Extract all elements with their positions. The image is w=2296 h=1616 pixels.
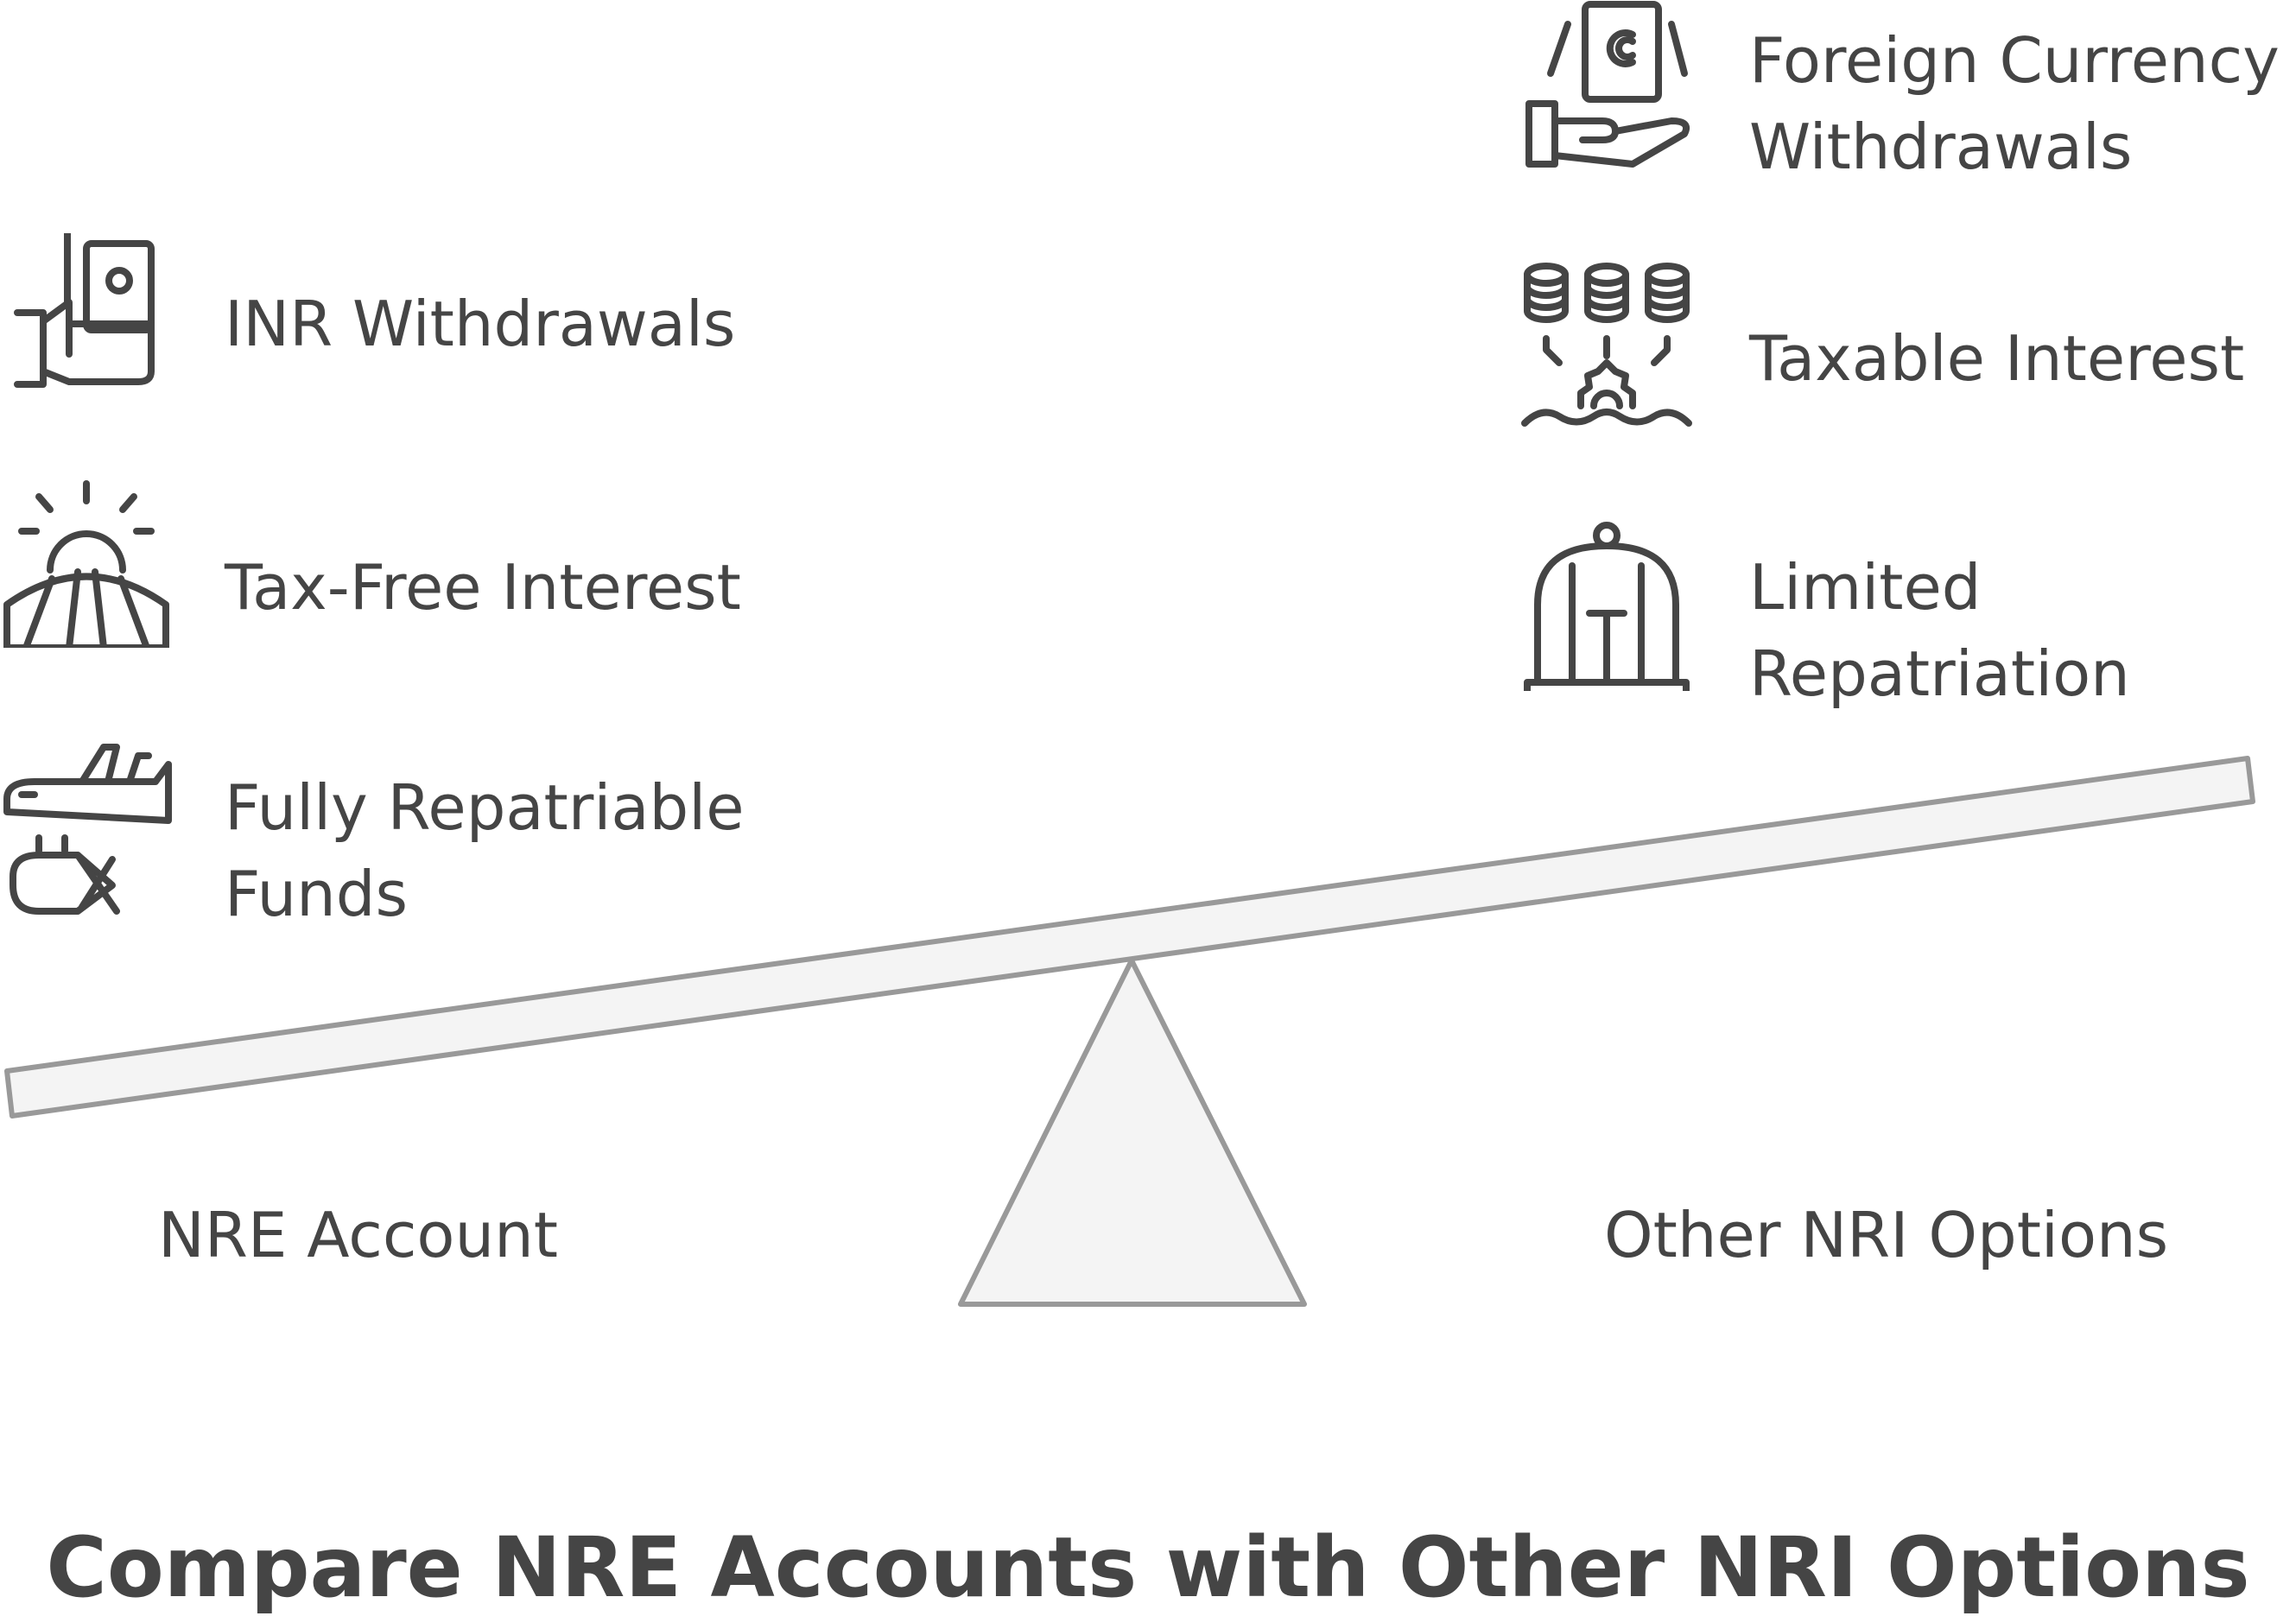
right-side-label: Other NRI Options bbox=[1604, 1199, 2169, 1271]
hand-holding-currency-icon bbox=[1520, 0, 1693, 173]
seesaw-plank bbox=[4, 756, 2255, 1119]
seesaw-fulcrum bbox=[958, 958, 1307, 1307]
hand-holding-money-icon bbox=[9, 230, 181, 406]
left-side-label: NRE Account bbox=[158, 1199, 558, 1271]
airplane-fish-icon bbox=[0, 743, 173, 916]
left-item-inr-withdrawals: INR Withdrawals bbox=[9, 230, 786, 406]
left-item-label: INR Withdrawals bbox=[225, 288, 736, 360]
right-item-label: Taxable Interest bbox=[1749, 322, 2245, 395]
right-item-label: Foreign Currency Withdrawals bbox=[1749, 24, 2280, 183]
sunrise-field-icon bbox=[0, 475, 173, 651]
left-item-label: Tax-Free Interest bbox=[225, 551, 741, 624]
left-item-tax-free-interest: Tax-Free Interest bbox=[0, 475, 821, 665]
right-item-limited-repatriation: Limited Repatriation bbox=[1520, 518, 2296, 710]
coins-gear-icon bbox=[1520, 259, 1693, 432]
diagram-title: Compare NRE Accounts with Other NRI Opti… bbox=[46, 1519, 2250, 1616]
right-item-foreign-currency-withdrawals: Foreign Currency Withdrawals bbox=[1520, 0, 2296, 183]
left-item-fully-repatriable-funds: Fully Repatriable Funds bbox=[0, 743, 821, 933]
birdcage-icon bbox=[1520, 518, 1693, 699]
right-item-taxable-interest: Taxable Interest bbox=[1520, 259, 2296, 440]
left-item-label: Fully Repatriable Funds bbox=[225, 771, 745, 930]
right-item-label: Limited Repatriation bbox=[1749, 551, 2130, 710]
